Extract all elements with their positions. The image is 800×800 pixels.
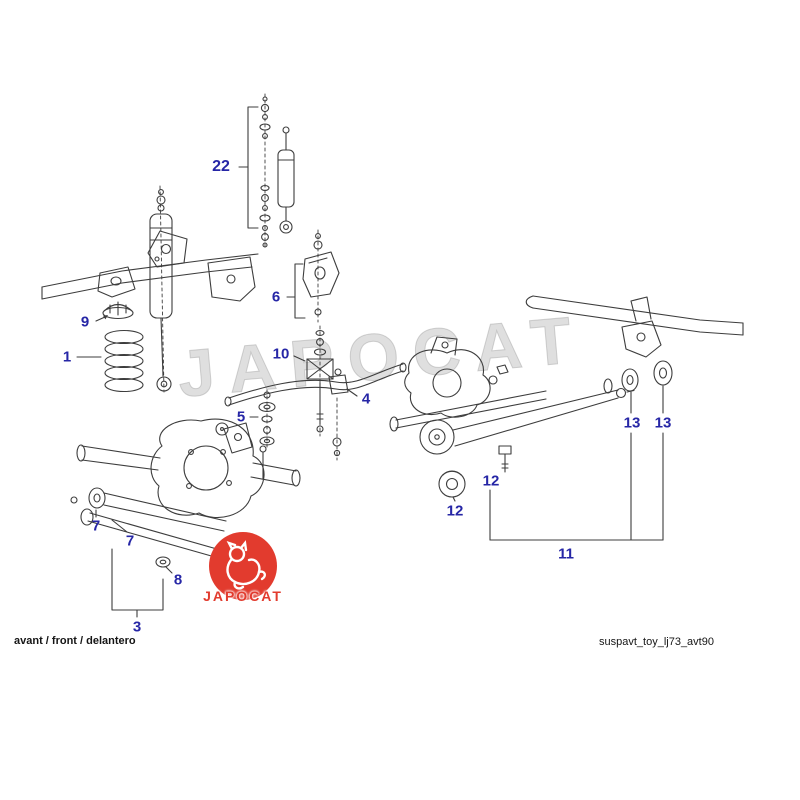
bushing-stack-5 (215, 389, 276, 451)
bushing-8 (155, 556, 173, 574)
part-label-5: 5 (236, 408, 246, 426)
part-label-10: 10 (272, 345, 290, 363)
part-label-6: 6 (271, 288, 281, 306)
part-label-1: 1 (62, 348, 72, 366)
japocat-logo (207, 530, 279, 602)
part-label-12a: 12 (446, 502, 464, 520)
part-label-11: 11 (558, 545, 574, 563)
part-label-9: 9 (80, 313, 90, 331)
bushing-12 (438, 470, 466, 502)
japocat-logo-text: JAPOCAT (203, 588, 283, 604)
diff-housing-right (404, 336, 509, 418)
frame-rail-left (41, 230, 259, 302)
part-label-22: 22 (212, 158, 230, 175)
part-label-7a: 7 (91, 517, 101, 535)
bolt-12 (498, 445, 512, 473)
bushings-13 (603, 360, 673, 541)
part-label-4: 4 (361, 390, 371, 408)
frame-rail-right (525, 295, 744, 358)
part-label-13a: 13 (623, 414, 641, 432)
stabilizer-bar-4 (224, 362, 407, 461)
caption-diagram-code: suspavt_toy_lj73_avt90 (599, 636, 714, 648)
control-arm-7 (70, 487, 227, 533)
caption-front-axle: avant / front / delantero (14, 635, 136, 647)
part-label-13b: 13 (654, 414, 672, 432)
lateral-rod-3 (80, 508, 239, 618)
shock-kit-22 (238, 93, 295, 249)
coil-spring-1 (76, 329, 144, 393)
cat-logo-icon (209, 532, 277, 600)
axle-housing (76, 418, 301, 519)
part-label-12b: 12 (482, 472, 500, 490)
shock-absorber-left (149, 185, 173, 393)
stabilizer-link-10 (293, 325, 334, 437)
spring-seat-9 (95, 301, 134, 322)
leading-arm-11 (389, 387, 664, 541)
bracket-6 (286, 229, 340, 323)
part-label-7b: 7 (125, 532, 135, 550)
part-label-8: 8 (173, 571, 183, 589)
part-label-3: 3 (132, 618, 142, 636)
